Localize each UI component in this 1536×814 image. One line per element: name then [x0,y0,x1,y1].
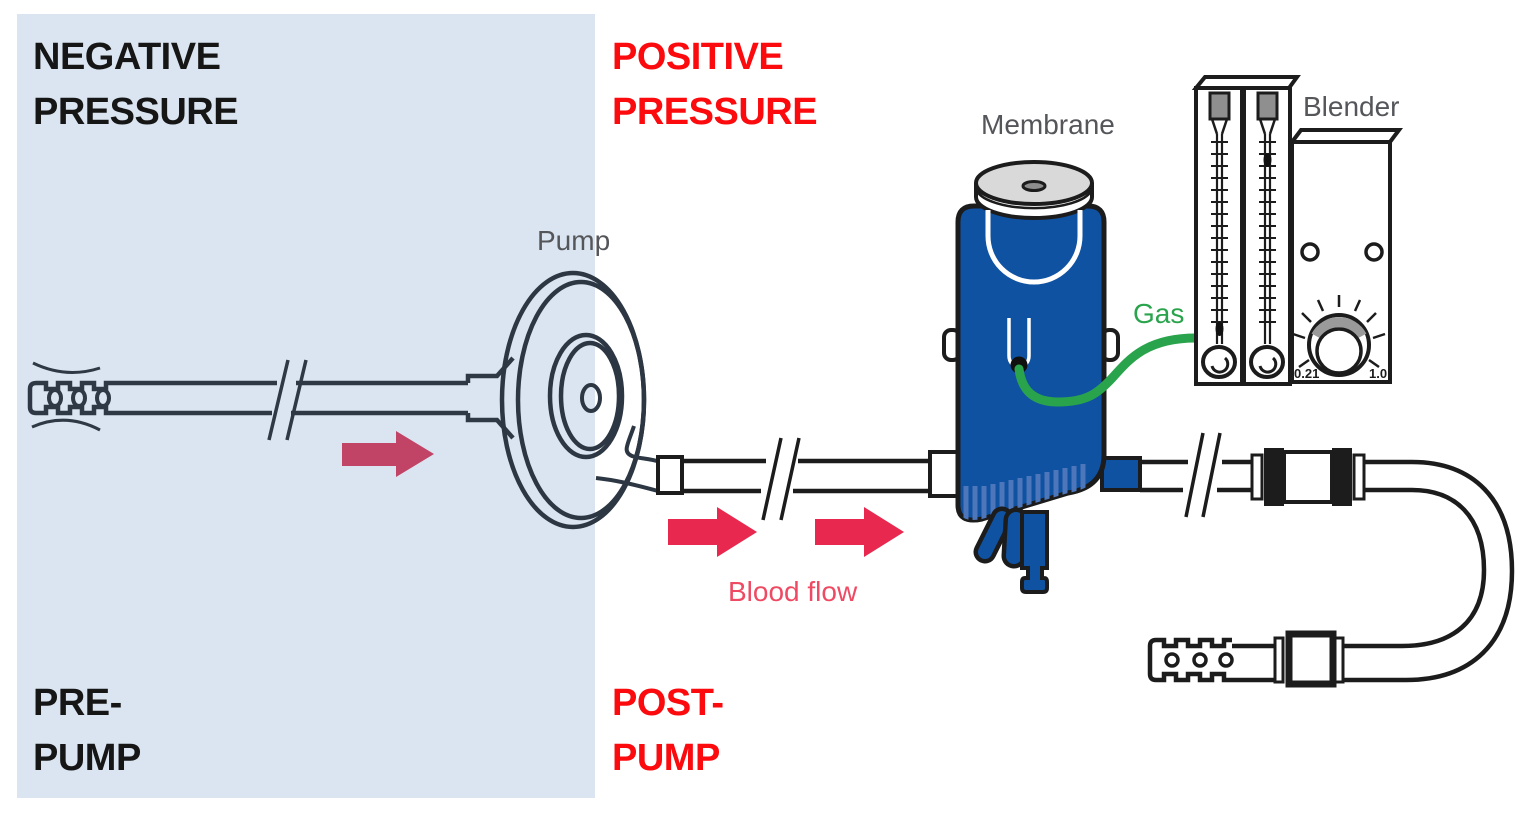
return-tube-lines [1232,643,1275,683]
post-pump-label: POST- PUMP [612,676,724,786]
lid-lip-line [975,190,1093,210]
oxygenator-main-port [1020,510,1049,594]
blood-flow-arrow [815,507,904,557]
flowmeter-left [1194,86,1244,386]
knob-grip [1311,317,1367,339]
oxygenator-stripes [963,464,1086,521]
negative-pressure-label: NEGATIVE PRESSURE [33,30,239,140]
pump-figure [499,270,661,530]
pre-pump-line1: PRE- [33,682,122,724]
pump-hub-outer [547,332,625,460]
pump-outlet-upper [624,425,661,464]
return-line [1140,432,1515,688]
cannula-hole [1192,652,1208,668]
flowmeter-neck [1210,118,1277,135]
cannula-hole [71,388,87,408]
flowmeter-float-right [1263,153,1272,167]
vessel-wall-arc-top [32,361,101,374]
vessel-wall-arc-bottom [31,418,101,432]
gas-line [1014,333,1201,407]
pre-pump-flow-arrow [342,431,434,477]
pump-inner-rim [515,279,647,521]
blood-flow-arrow [668,507,757,557]
blender-scale-min: 0.21 [1294,366,1319,381]
blender-scale-max: 1.0 [1369,366,1387,381]
positive-pressure-line1: POSITIVE [612,36,784,78]
panel-screw [1300,242,1320,262]
pump-label: Pump [537,225,611,256]
return-cannula-tip [1147,637,1232,683]
knob-inner [1315,327,1363,375]
panel-screw [1364,242,1384,262]
coupling-cap [1332,448,1352,506]
gas-label: Gas [1133,298,1185,329]
coupling-ring [1250,453,1264,501]
oxygenator-outlet-stub [1100,456,1142,492]
pump-outlet-lower [595,476,659,493]
return-tube-lines [1364,459,1412,493]
flowmeter-valve-swirl [1210,356,1230,374]
flowmeter-right [1242,86,1292,386]
pre-pump-label: PRE- PUMP [33,676,141,786]
pre-pump-tube [115,380,468,416]
drainage-cannula [27,356,515,441]
cannula-hole [47,388,63,408]
coupling-body [1282,450,1334,504]
post-pump-line1: POST- [612,682,724,724]
post-pump-tube-lines [682,458,930,494]
coupling-body [1285,630,1337,688]
post-pump-tube [682,437,930,521]
post-pump-line2: PUMP [612,737,720,779]
inner-cylinder-arc [985,210,1083,285]
u-bend-inner [1343,487,1487,649]
cannula-hole [1164,652,1180,668]
return-tube-lines [1140,459,1252,493]
flowmeter-cap [1256,91,1279,121]
blood-flow-label: Blood flow [728,576,858,607]
oxygenator-port [1006,512,1024,564]
u-bend-outer [1343,459,1515,683]
flowmeter-valve-swirl [1258,356,1278,374]
gas-blender: 0.21 1.0 [1191,75,1403,386]
pump-axle [580,383,602,413]
positive-pressure-label: POSITIVE PRESSURE [612,30,818,140]
fio2-knob [1292,295,1386,377]
negative-pressure-zone-shade [17,14,595,798]
oxygenator-body [955,203,1107,523]
flowmeter-scale [1211,141,1276,323]
cannula-hole [1218,652,1234,668]
tube-break-mark [267,359,308,441]
membrane-label: Membrane [981,109,1115,140]
lid-center-port [1021,180,1047,192]
tube-break-mark [1184,432,1222,518]
cannula-tip [27,380,115,416]
positive-pressure-line2: PRESSURE [612,91,818,133]
blender-label: Blender [1303,91,1400,122]
pre-pump-line2: PUMP [33,737,141,779]
knob-ticks [1292,295,1386,369]
tube-break-mark [761,437,801,521]
flowmeter-cap [1208,91,1231,121]
oxygenator-inlet-connector [928,450,960,498]
coupling-ring [1273,636,1285,684]
cannula-hole [95,388,111,408]
pump-hub-inner [558,340,622,452]
oxygenator-port [978,511,1009,559]
coupling-ring [1352,453,1366,501]
coupling-cap [1264,448,1284,506]
negative-pressure-line1: NEGATIVE [33,36,221,78]
flowmeter-float-left [1215,322,1224,336]
pump-outlet-connector [656,455,684,495]
negative-pressure-line2: PRESSURE [33,91,239,133]
